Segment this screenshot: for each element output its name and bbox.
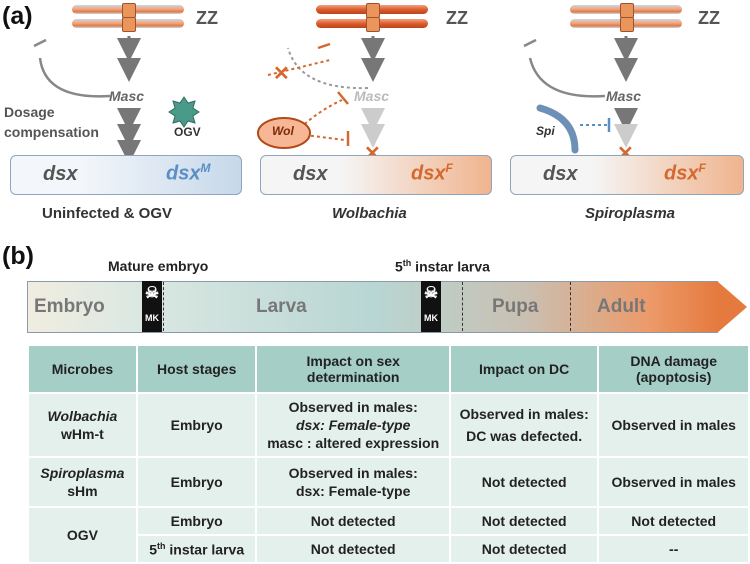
- table-row: OGV Embryo Not detected Not detected Not…: [27, 506, 750, 564]
- stage-larva: Larva: [256, 296, 307, 317]
- col-header: Impact on sex determination: [255, 344, 451, 394]
- wolbachia-cell-icon: [257, 117, 311, 149]
- dc-cell: Observed in males:DC was defected.: [448, 392, 600, 458]
- ogv-virus-icon: [168, 96, 200, 128]
- cross-mark-icon: ✕: [273, 63, 290, 85]
- dna-cell: --: [597, 534, 750, 564]
- chromosome-icon: [316, 17, 428, 32]
- wol-label: Wol: [272, 124, 294, 138]
- spi-label: Spi: [536, 124, 555, 138]
- dsx-label: dsx: [543, 163, 578, 185]
- timeline-arrowhead: [717, 281, 747, 333]
- chromosome-icon: [72, 3, 184, 18]
- panel-b-label: (b): [2, 242, 34, 270]
- dsx-label: dsx: [43, 163, 78, 185]
- marker-5th-instar: 5th instar larva: [395, 258, 490, 275]
- divider: [163, 282, 164, 331]
- col-header: DNA damage (apoptosis): [597, 344, 750, 394]
- impact-table: Microbes Host stages Impact on sex deter…: [27, 344, 750, 564]
- dna-cell: Not detected: [597, 506, 750, 536]
- chromosome-icon: [316, 3, 428, 18]
- zz-label: ZZ: [446, 8, 468, 28]
- zz-label: ZZ: [196, 8, 218, 28]
- col-header: Host stages: [135, 344, 258, 394]
- mk-marker: ☠MK: [421, 281, 441, 332]
- sex-cell: Observed in males:dsx: Female-type: [255, 456, 451, 508]
- dosage-compensation-label: Dosage compensation: [4, 104, 99, 140]
- col1-pathway: [33, 36, 141, 164]
- col-header: Impact on DC: [448, 344, 600, 394]
- zz-label: ZZ: [698, 8, 720, 28]
- dsx-box: dsx dsxF: [260, 155, 492, 195]
- masc-label: Masc: [606, 88, 642, 104]
- sex-cell: Not detected: [255, 534, 451, 564]
- stage-adult: Adult: [597, 296, 646, 317]
- microbe-cell: OGV: [27, 506, 138, 564]
- mk-marker: ☠MK: [142, 281, 162, 332]
- stage-cell: Embryo: [135, 456, 258, 508]
- dna-cell: Observed in males: [597, 456, 750, 508]
- chromosome-icon: [570, 3, 682, 18]
- caption-uninfected: Uninfected & OGV: [42, 205, 173, 222]
- skull-icon: ☠: [144, 285, 160, 302]
- table-row: 5th instar larva Not detected Not detect…: [28, 534, 750, 564]
- stage-pupa: Pupa: [492, 296, 539, 317]
- stage-embryo: Embryo: [34, 296, 105, 317]
- panel-a-diagram: ✕ ✕ ✕: [33, 36, 659, 188]
- dsx-box: dsx dsxM: [10, 155, 242, 195]
- dsx-label: dsx: [293, 163, 328, 185]
- skull-icon: ☠: [423, 285, 439, 302]
- chromosome-icon: [570, 17, 682, 32]
- divider: [570, 282, 571, 331]
- ogv-label: OGV: [174, 125, 201, 139]
- divider: [462, 282, 463, 331]
- dc-cell: Not detected: [448, 534, 600, 564]
- dc-cell: Not detected: [448, 456, 600, 508]
- stage-cell: 5th instar larva: [135, 534, 258, 564]
- masc-label: Masc: [109, 88, 145, 104]
- marker-mature-embryo: Mature embryo: [108, 258, 209, 274]
- stage-cell: Embryo: [135, 392, 258, 458]
- masc-label: Masc: [354, 88, 390, 104]
- stage-cell: Embryo: [135, 506, 258, 536]
- dsx-output-label: dsxM: [166, 161, 211, 185]
- chromosome-icon: [72, 17, 184, 32]
- dc-cell: Not detected: [448, 506, 600, 536]
- caption-wolbachia: Wolbachia: [332, 205, 407, 222]
- sex-cell: Not detected: [255, 506, 451, 536]
- dsx-output-label: dsxF: [411, 161, 453, 185]
- dna-cell: Observed in males: [597, 392, 750, 458]
- table-header-row: Microbes Host stages Impact on sex deter…: [27, 344, 750, 394]
- col-header: Microbes: [27, 344, 138, 394]
- panel-a-label: (a): [2, 2, 33, 30]
- dsx-box: dsx dsxF: [510, 155, 744, 195]
- dsx-output-label: dsxF: [664, 161, 706, 185]
- caption-spiroplasma: Spiroplasma: [585, 205, 676, 222]
